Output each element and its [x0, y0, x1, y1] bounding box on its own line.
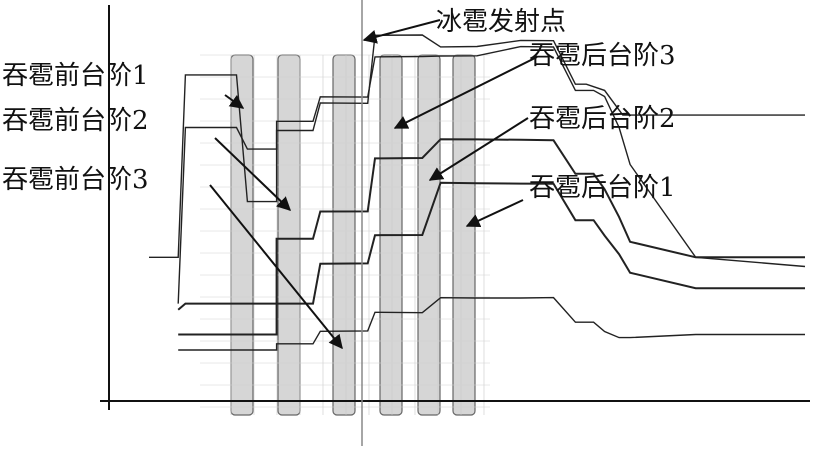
step-band	[332, 54, 356, 416]
label-launch-point: 冰雹发射点	[436, 7, 566, 37]
label-post-step-1: 吞雹后台阶1	[529, 173, 676, 203]
label-pre-step-1: 吞雹前台阶1	[2, 61, 149, 91]
step-band	[452, 54, 476, 416]
arrow-post-step-2	[428, 117, 529, 181]
arrow-pre-step-2	[214, 137, 292, 211]
label-pre-step-2: 吞雹前台阶2	[2, 106, 149, 136]
label-post-step-3: 吞雹后台阶3	[529, 41, 676, 71]
series-line	[178, 181, 805, 336]
label-post-step-2: 吞雹后台阶2	[529, 104, 676, 134]
series-line	[149, 34, 805, 258]
step-band	[277, 54, 301, 416]
arrow-pre-step-1	[224, 94, 245, 109]
arrow-post-step-3	[393, 56, 538, 129]
label-pre-step-3: 吞雹前台阶3	[2, 165, 149, 195]
arrow-launch-point	[362, 19, 441, 44]
series-line	[177, 45, 806, 304]
arrow-post-step-1	[465, 199, 524, 228]
arrow-pre-step-3	[209, 184, 343, 350]
series-line	[177, 138, 805, 311]
series-line	[178, 296, 805, 351]
